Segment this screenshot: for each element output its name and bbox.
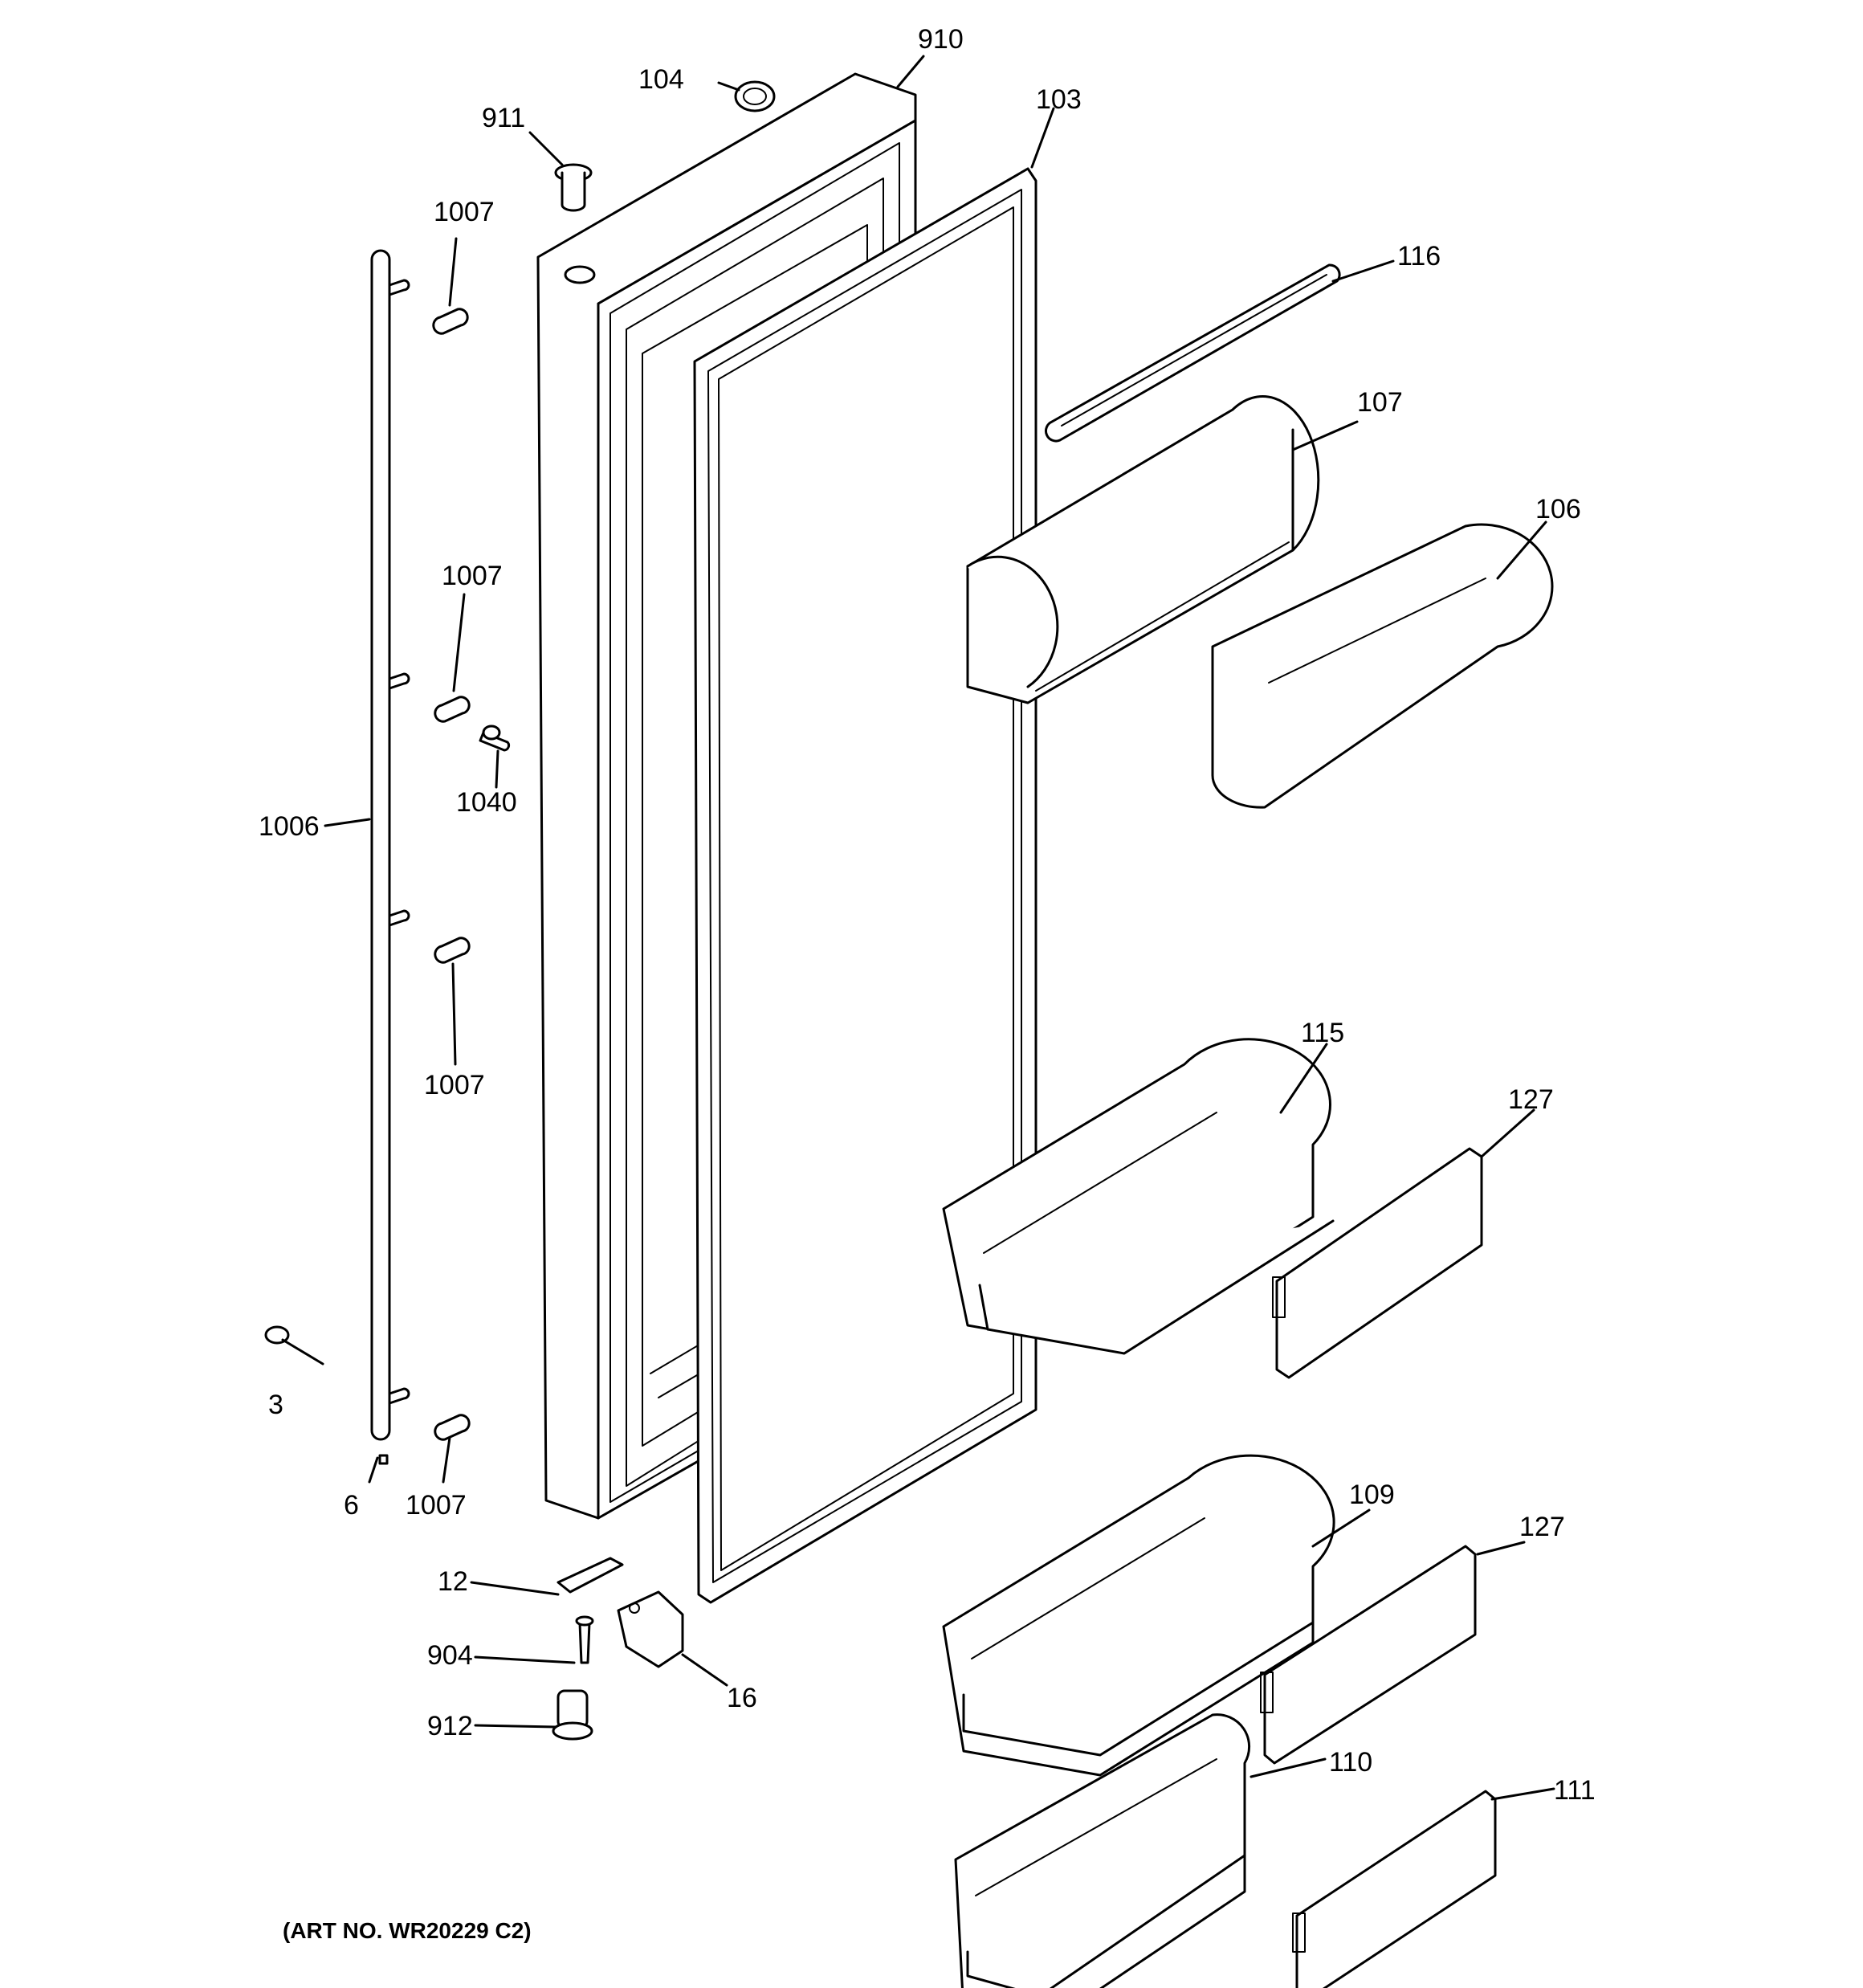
callout-127-lower: 127	[1519, 1512, 1565, 1542]
door-bin-115	[942, 1038, 1335, 1355]
art-number: (ART NO. WR20229 C2)	[283, 1918, 532, 1943]
callout-1040: 1040	[456, 787, 517, 818]
callout-12: 12	[438, 1566, 468, 1597]
hinge-cap-104	[734, 80, 776, 112]
callout-911: 911	[482, 103, 525, 133]
callout-106: 106	[1535, 494, 1581, 525]
callout-904: 904	[427, 1640, 473, 1671]
hinge-bracket-16	[617, 1590, 684, 1668]
callout-115: 115	[1301, 1018, 1344, 1048]
handle-screw-1040	[479, 725, 511, 752]
callout-107: 107	[1357, 387, 1403, 418]
door-bin-107	[966, 394, 1320, 704]
bin-cover-111	[1292, 1790, 1497, 1988]
callout-1007-upper-mid: 1007	[442, 561, 503, 591]
bushing-912	[552, 1689, 593, 1741]
callout-910: 910	[918, 24, 964, 55]
callout-104: 104	[638, 64, 684, 95]
screw-3	[264, 1325, 324, 1365]
screw-904	[575, 1615, 594, 1664]
callout-912: 912	[427, 1711, 473, 1741]
plug-6	[378, 1454, 389, 1465]
hinge-plate-12	[556, 1557, 624, 1594]
bin-cover-127-lower	[1260, 1545, 1477, 1765]
door-bin-110	[954, 1713, 1251, 1988]
callout-6: 6	[344, 1490, 359, 1521]
callout-127-upper: 127	[1508, 1084, 1554, 1115]
callout-109: 109	[1349, 1480, 1395, 1510]
door-gasket	[693, 167, 1037, 1604]
callout-103: 103	[1036, 84, 1082, 115]
bin-cover-127-upper	[1272, 1147, 1483, 1379]
callout-1006: 1006	[259, 811, 320, 842]
callout-110: 110	[1329, 1747, 1372, 1778]
leader-lines	[324, 55, 1555, 1801]
handle-standoffs	[388, 279, 410, 1405]
bin-cover-106	[1211, 523, 1554, 809]
callout-1007-bottom: 1007	[406, 1490, 467, 1521]
callout-labels: 910 104 911 103 1007 116 107 106 1007 10…	[259, 24, 1596, 1806]
door-bin-109	[942, 1454, 1335, 1777]
bushing-911	[554, 163, 593, 212]
callout-1007-top: 1007	[434, 197, 495, 227]
callout-1007-lower-mid: 1007	[424, 1070, 485, 1100]
callout-3: 3	[268, 1390, 283, 1420]
callout-116: 116	[1397, 241, 1441, 271]
bin-trim-116	[1044, 263, 1341, 443]
callout-16: 16	[727, 1683, 757, 1713]
callout-111: 111	[1554, 1775, 1596, 1806]
handle-clips-1007	[432, 308, 471, 1441]
handle-tube-1006	[370, 249, 391, 1441]
